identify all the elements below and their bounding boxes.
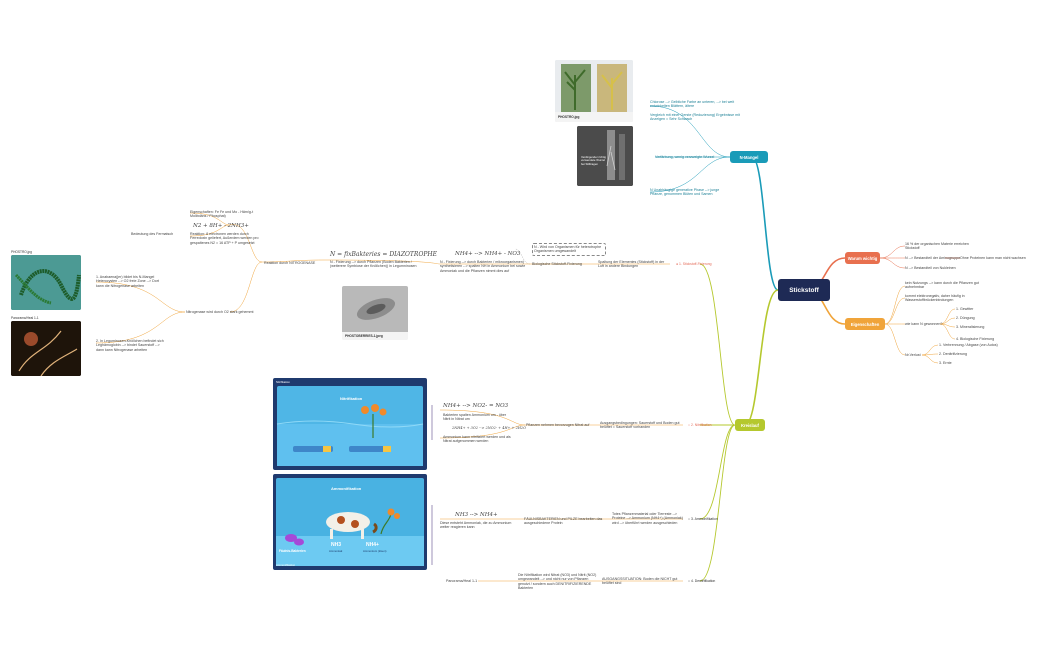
branch-warum-wichtig[interactable]: Warum wichtig [845, 252, 880, 264]
eigenschaften-item-2: kommt elektronegativ, daher häufig in Wa… [905, 294, 965, 303]
warum-item-1: 16 % der organischen Materie erreichen S… [905, 242, 969, 251]
amm-detail: Diese entsteht Ammoniak, die zu Ammonium… [440, 521, 512, 530]
fix-formula: NH4+ --> NH4+ - NO3 [455, 251, 521, 257]
nitrifikation-img-tag: Nitrifikation [276, 380, 290, 384]
gewonnen-item-2: 2. Düngung [956, 316, 975, 320]
mangel-item-2: Vergleich mit einer Gerste (Reduzierung)… [650, 113, 740, 122]
nit-cond: Ausgangsbedingungen: Sauerstoff und Bode… [600, 421, 680, 430]
nitrifikation-illustration-icon [276, 386, 424, 466]
fix-detail: N - Fixierung --> durch Bakterien / mikr… [440, 260, 526, 273]
eigenschaften-item-3: wie kann N gewonnen? [905, 322, 943, 326]
nitrifikation-illustration[interactable]: Nitrifikation Nitrifikation [273, 378, 427, 470]
phostro-caption: PHOSTRO.jpg [11, 250, 32, 254]
branch-n-mangel[interactable]: N-Mangel [730, 151, 768, 163]
kreislauf-node-denitrifikation-label: 4. Denitrifikation [691, 579, 716, 583]
branch-mangel-label: N-Mangel [739, 154, 759, 160]
plant-photo-icon [555, 60, 633, 122]
verlust-item-2: 2. Denitrifizierung [939, 352, 967, 356]
branch-kreislauf-label: Kreislauf [741, 422, 759, 428]
gewonnen-item-3: 3. Mineralisierung [956, 325, 985, 329]
ammonifikation-img-title: Ammonifikation [331, 486, 362, 491]
nfix-detail: N - Fixierung --> durch Pflanzen (Boden … [330, 260, 417, 269]
denit-detail: Die Nitrifikation wird Nitrat (NO3) und … [518, 573, 597, 591]
ammonifikation-img-sub-nh3: Ammoniak [329, 549, 343, 553]
warum-item-3: N --> Bestandteil von Nukleinen [905, 266, 956, 270]
fix-text: Spaltung der Elementes (Stickstoff) in d… [598, 260, 665, 269]
bacteria-photo-caption: PHOSTOBERRIES-1.jpeg [345, 334, 383, 338]
branch-warum-label: Warum wichtig [847, 255, 878, 261]
nit-detail2: Ammonium kann nitrifiziert werden und al… [443, 435, 511, 444]
branch-kreislauf[interactable]: Kreislauf [735, 419, 765, 431]
nitrogenase-formula: N2 + 8H+ - 2NH3+ [193, 223, 249, 229]
panorama-caption: Panorama/Heal 1-1 [11, 316, 39, 320]
nit-plants: Pflanzen nehmen bevorzugen Nitrat auf [526, 423, 590, 427]
amm-detail3: Totes Pflanzenmaterial oder Tierreste --… [612, 512, 683, 525]
anabaena-text: 1. Anabaena(jer) bildet bis N-Mangel Het… [96, 275, 159, 288]
kreislauf-node-denitrifikation[interactable]: ○ 4. Denitrifikation [688, 579, 716, 583]
kreislauf-node-fixierung[interactable]: ● 1. Stickstoff-Fixierung [676, 262, 712, 266]
nitrogenase-react: Reaktion: 8 electronen werden durch Ferr… [190, 232, 259, 245]
eigenschaften-item-4: Nr.Verlust [905, 353, 921, 357]
nit-detail: Bakterien spalten Ammonium um - über Nit… [443, 413, 507, 422]
ammonifikation-img-label-bacteria: Fäulnis-Bakterien [279, 549, 306, 553]
ammonifikation-illustration-icon [276, 478, 424, 566]
nfix-formula: N = fixBakteries = DIAZOTROPHE [330, 251, 438, 258]
branch-eigenschaften-label: Eigenschaften [850, 321, 880, 327]
mangel-item-3: Verfärbung, wenig verzweigte Wurzel [655, 155, 715, 159]
root-node-stickstoff[interactable]: Stickstoff [778, 279, 830, 301]
kreislauf-node-nitrifikation-label: 2. Nitrifikation [691, 423, 712, 427]
mangel-item-1: Chlorose --> Gelbliche Farbe an unteren,… [650, 100, 735, 109]
ammonifikation-illustration[interactable]: Ammonifikation Ammonifikation Fäulnis-Ba… [273, 474, 427, 570]
ammonifikation-img-label-nh3: NH3 [331, 542, 342, 548]
bacteria-photo-icon [342, 286, 408, 340]
mangel-roots-caption: Verdingender richtig verwendete Wurzel b… [581, 155, 606, 166]
amm-detail2: FÄULNISBAKTERIEN und PILZE bearbeiten da… [524, 517, 603, 526]
eigenschaften-item-1: kein Nutzungs --> kann durch die Pflanze… [905, 281, 979, 290]
nitrifikation-img-title: Nitrifikation [340, 396, 363, 401]
anabaena-photo[interactable] [11, 255, 81, 310]
nit-formula2: 2NH4+ + 3O2 --> 2NO2- + 4H+ + 2H2O [452, 426, 526, 430]
gewonnen-item-4: 4. Biologische Fixierung [956, 337, 995, 341]
root-label: Stickstoff [789, 286, 819, 294]
mangel-photo-caption: PHOSTRO.jpg [558, 115, 580, 119]
branch-eigenschaften[interactable]: Eigenschaften [845, 318, 885, 330]
fix-bio: Biologische Stickstoff-Fixierung [532, 262, 582, 266]
ammonifikation-img-label-nh4: NH4+ [366, 542, 379, 548]
mangel-photo-roots[interactable]: Verdingender richtig verwendete Wurzel b… [577, 126, 633, 186]
anabaena-photo-icon [11, 255, 81, 310]
warum-sub: Ohne Proteinen kann man nicht wachsen [960, 256, 1026, 260]
kreislauf-node-fixierung-label: 1. Stickstoff-Fixierung [679, 262, 712, 266]
roots-photo-icon [577, 126, 633, 186]
fix-callout: N - Wird von Organismen für heterotrophe… [532, 243, 606, 256]
denit-panorama: Panorama/Heal 1-1 [446, 579, 478, 583]
warum-item-2: N --> Bestandteil der Aminogruppe [905, 256, 961, 260]
nodule-photo-icon [11, 321, 81, 376]
kreislauf-node-nitrifikation[interactable]: ○ 2. Nitrifikation [688, 423, 712, 427]
denit-cond: AUSGANGSSITUATION: Boden die NICHT gut b… [602, 577, 678, 586]
kreislauf-node-ammonifikation-label: 3. Ammonifikation [691, 517, 718, 521]
verlust-item-1: 1. Verbrennung / Abgase (von Autos) [939, 343, 998, 347]
bacteria-photo[interactable]: PHOSTOBERRIES-1.jpeg [342, 286, 408, 340]
ammonifikation-img-sub-nh4: Ammonium (lösen) [363, 549, 387, 553]
nit-formula: NH4+ --> NO2- = NO3 [443, 403, 509, 409]
nodule-photo[interactable] [11, 321, 81, 376]
amm-formula: NH3 --> NH4+ [455, 512, 498, 518]
verlust-item-3: 3. Ernte [939, 361, 952, 365]
mangel-photo-plants[interactable]: PHOSTRO.jpg [555, 60, 633, 122]
kreislauf-node-ammonifikation[interactable]: ○ 3. Ammonifikation [688, 517, 718, 521]
nitrogenase-title: Bedeutung des Fermatsch [131, 232, 174, 236]
ammonifikation-img-tag: Ammonifikation [276, 563, 296, 567]
nfix-react: Reaktion durch NITROGENASE [264, 261, 316, 265]
mangel-item-4: N Unabhängige generative Phase --> junge… [650, 188, 720, 197]
leghemo-text: 2. In Leguminosen-Knöllchen befindet sic… [96, 339, 164, 352]
gewonnen-item-1: 1. Gewitter [956, 307, 974, 311]
nitrogenase-how: Nitrogenase wird durch O2 stark gehemmt [186, 310, 254, 314]
nitrogenase-props: Eigenschaften: Fe Fe und Mo - Häm/g-t Mo… [190, 210, 254, 219]
